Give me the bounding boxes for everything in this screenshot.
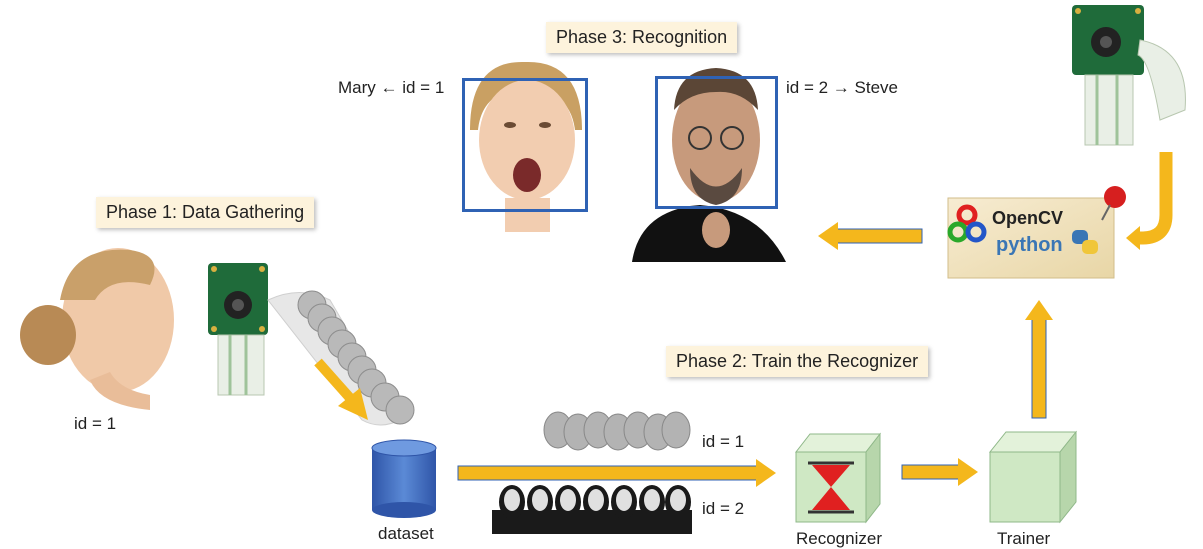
captured-faces-stream (267, 290, 415, 426)
recognizer-cube-icon (794, 432, 882, 524)
profile-face-icon (20, 248, 174, 410)
training-faces-id2 (492, 485, 692, 534)
arrow-to-dataset (314, 358, 368, 420)
recognizer-label: Recognizer (796, 529, 882, 548)
phase3-label: Phase 3: Recognition (546, 22, 738, 53)
face-box-mary (462, 78, 588, 212)
camera-module-icon (208, 263, 268, 396)
arrow-to-recognizer (457, 459, 776, 487)
arrow-to-recognition (818, 222, 923, 250)
mary-result-label: Mary ← id = 1 (338, 78, 445, 97)
steve-result-label: id = 2 → Steve (786, 78, 898, 97)
trainer-cube-icon (988, 430, 1078, 524)
face-box-steve (655, 76, 778, 209)
person-id-label: id = 1 (74, 414, 117, 433)
train-id1-label: id = 1 (702, 432, 745, 451)
trainer-label: Trainer (997, 529, 1051, 548)
python-title: python (996, 234, 1063, 256)
steve-face-icon (632, 68, 786, 262)
camera-module-top-icon (1072, 5, 1186, 146)
opencv-python-note (947, 186, 1126, 279)
phase2-label: Phase 2: Train the Recognizer (666, 346, 929, 377)
opencv-title: OpenCV (992, 208, 1064, 228)
dataset-cylinder-icon (371, 439, 437, 518)
arrow-to-opencv (1025, 300, 1053, 419)
arrow-to-trainer (901, 458, 978, 486)
arrow-camera-to-opencv (1126, 152, 1173, 250)
training-faces-id1 (543, 411, 691, 451)
phase1-label: Phase 1: Data Gathering (96, 197, 315, 228)
train-id2-label: id = 2 (702, 499, 745, 518)
dataset-label: dataset (378, 524, 434, 543)
